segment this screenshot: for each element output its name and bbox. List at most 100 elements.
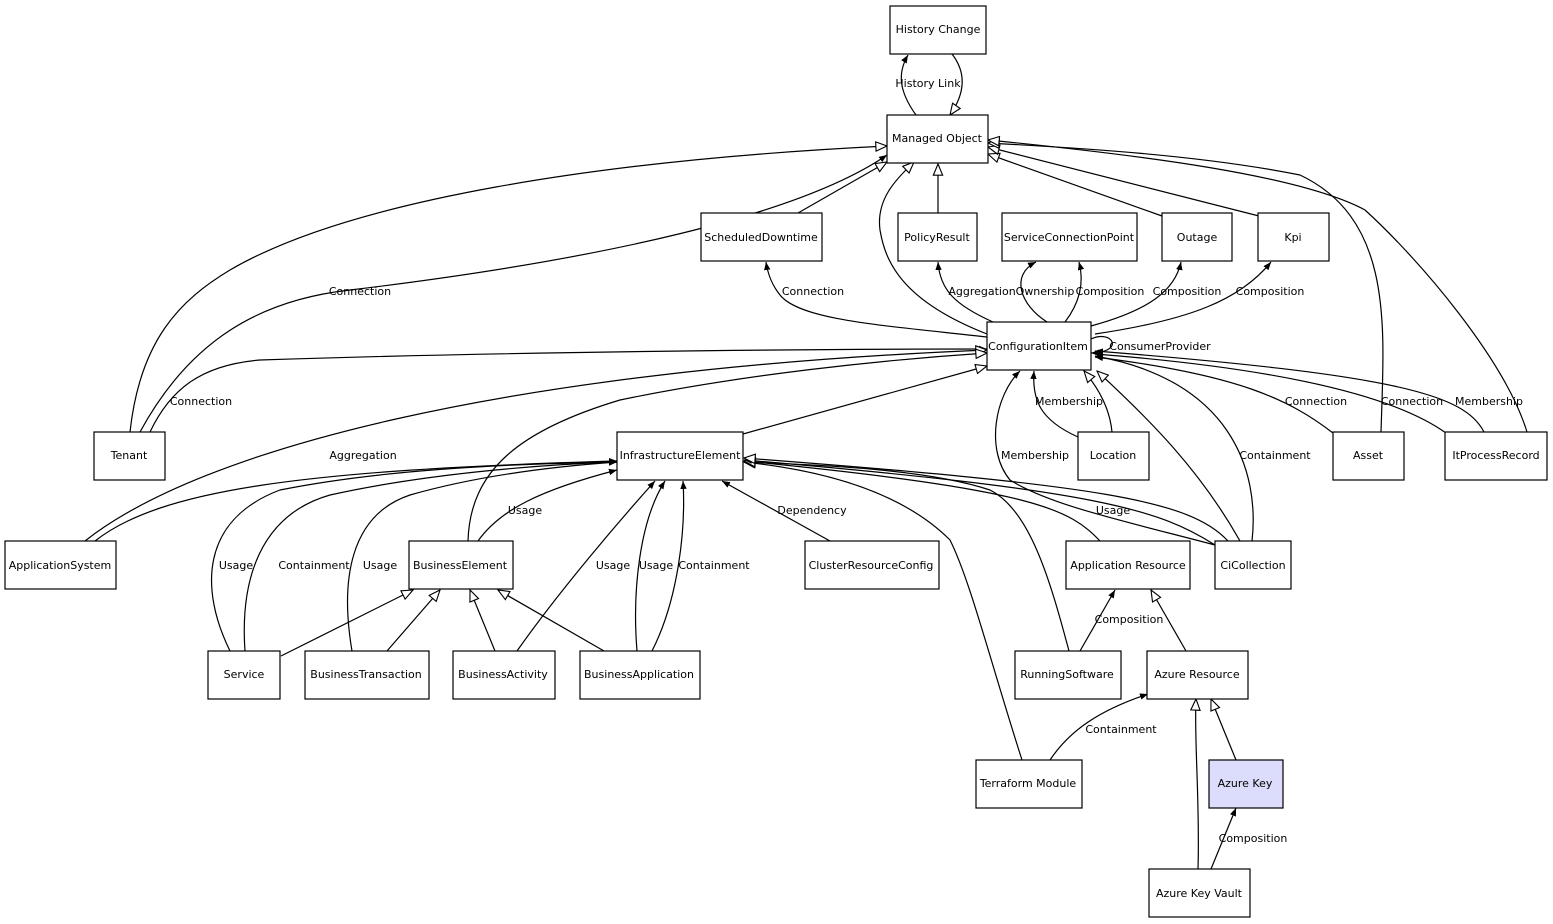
edge-running-software-app-resource-composition: Composition	[1079, 589, 1163, 652]
node-business-element: BusinessElement	[408, 540, 514, 590]
edge-asset-to-managed-object	[988, 143, 1384, 433]
edge-ci-scheduled-downtime-connection: Connection	[764, 261, 988, 338]
node-service: Service	[207, 650, 281, 700]
edge-azure-key-vault-azure-key-composition: Composition	[1210, 807, 1288, 870]
edge-location-to-ci	[1084, 371, 1113, 433]
svg-text:Outage: Outage	[1177, 231, 1218, 244]
svg-text:ScheduledDowntime: ScheduledDowntime	[704, 231, 818, 244]
node-service-connection-point: ServiceConnectionPoint	[1001, 212, 1138, 262]
edge-application-resource-to-infra	[744, 461, 1101, 542]
node-ci-collection: CiCollection	[1214, 540, 1292, 590]
edge-appsys-infra-aggregation: Aggregation	[94, 449, 618, 542]
edge-tenant-ci-connection: Connection	[149, 345, 988, 433]
svg-text:BusinessElement: BusinessElement	[413, 559, 508, 572]
svg-text:InfrastructureElement: InfrastructureElement	[620, 449, 741, 462]
edge-business-application-infra-containment: Containment	[651, 480, 750, 652]
edge-configuration-item-to-managed-object	[878, 162, 988, 335]
svg-text:Asset: Asset	[1353, 449, 1384, 462]
node-business-activity: BusinessActivity	[452, 650, 556, 700]
svg-text:ConfigurationItem: ConfigurationItem	[988, 340, 1088, 353]
edge-label-service-containment: Containment	[278, 559, 350, 572]
edge-tenant-to-managed-object	[129, 146, 887, 433]
edge-azure-key-to-azure-resource	[1211, 699, 1237, 761]
edge-tenant-managed-object-connection: Connection	[139, 154, 888, 433]
svg-text:Service: Service	[224, 668, 265, 681]
edge-cicollection-ci-containment: Containment	[1094, 354, 1311, 542]
edge-label-akv-composition: Composition	[1219, 832, 1288, 845]
edge-terraform-azure-resource-containment: Containment	[1049, 693, 1157, 761]
edge-azure-key-vault-to-azure-resource	[1196, 699, 1199, 870]
edge-asset-ci-connection: Connection	[1094, 354, 1347, 434]
node-history-change: History Change	[889, 5, 987, 55]
svg-text:ItProcessRecord: ItProcessRecord	[1452, 449, 1539, 462]
edge-business-activity-infra-usage: Usage	[516, 480, 656, 652]
svg-text:Kpi: Kpi	[1284, 231, 1301, 244]
node-it-process-record: ItProcessRecord	[1444, 431, 1548, 481]
node-azure-resource: Azure Resource	[1146, 650, 1249, 700]
edge-label-cicoll-membership: Membership	[1001, 449, 1069, 462]
node-scheduled-downtime: ScheduledDowntime	[700, 212, 823, 262]
node-location: Location	[1077, 431, 1150, 481]
svg-text:BusinessApplication: BusinessApplication	[584, 668, 694, 681]
svg-text:BusinessActivity: BusinessActivity	[458, 668, 548, 681]
node-infrastructure-element: InfrastructureElement	[616, 431, 744, 481]
svg-text:ApplicationSystem: ApplicationSystem	[9, 559, 111, 572]
node-managed-object: Managed Object	[886, 114, 989, 164]
edge-cicollection-ci-membership: Membership	[994, 370, 1216, 546]
edge-service-to-business-element	[280, 590, 413, 657]
edge-label-itpr-connection: Connection	[1381, 395, 1443, 408]
edge-label-tenant-mo-connection: Connection	[329, 285, 391, 298]
node-asset: Asset	[1332, 431, 1405, 481]
edge-business-transaction-to-business-element	[386, 590, 440, 652]
node-application-system: ApplicationSystem	[4, 540, 117, 590]
edge-running-software-to-infra	[744, 462, 1070, 652]
svg-text:PolicyResult: PolicyResult	[904, 231, 970, 244]
edge-ci-scp-composition: Composition	[1064, 261, 1144, 323]
edge-application-system-to-ci	[84, 350, 987, 542]
svg-text:RunningSoftware: RunningSoftware	[1020, 668, 1114, 681]
edge-history-link: History Link	[895, 53, 963, 115]
edge-label-service-usage: Usage	[219, 559, 254, 572]
edge-itpr-ci-connection: Connection	[1094, 351, 1447, 434]
edge-business-activity-to-business-element	[470, 590, 496, 652]
svg-text:Managed Object: Managed Object	[892, 132, 983, 145]
edge-label-cicoll-usage: Usage	[1096, 504, 1131, 517]
edge-itpr-ci-membership: Membership	[1094, 348, 1523, 433]
node-azure-key: Azure Key	[1208, 759, 1284, 809]
edge-label-bt-usage: Usage	[363, 559, 398, 572]
edge-service-infra-containment: Containment	[243, 459, 618, 652]
svg-text:CiCollection: CiCollection	[1220, 559, 1285, 572]
edge-label-cluster-dependency: Dependency	[777, 504, 847, 517]
svg-text:History Change: History Change	[896, 23, 981, 36]
svg-text:BusinessTransaction: BusinessTransaction	[310, 668, 421, 681]
edge-ci-consumer-provider: ConsumerProvider	[1090, 335, 1211, 356]
edge-label-ba-usage: Usage	[596, 559, 631, 572]
edge-cluster-infra-dependency: Dependency	[721, 480, 847, 542]
edge-ci-kpi-composition: Composition	[1094, 261, 1304, 335]
edge-label-itpr-membership: Membership	[1455, 395, 1523, 408]
node-business-application: BusinessApplication	[579, 650, 701, 700]
edge-cicollection-to-ci	[1097, 371, 1241, 542]
svg-text:Azure Key Vault: Azure Key Vault	[1156, 887, 1243, 900]
edge-business-element-infra-usage: Usage	[477, 468, 618, 542]
edge-cicollection-infra-usage: Usage	[743, 457, 1216, 546]
edge-label-bapp-usage: Usage	[639, 559, 674, 572]
edge-service-infra-usage: Usage	[211, 458, 618, 652]
edge-terraform-to-infra	[744, 462, 1023, 761]
node-running-software: RunningSoftware	[1014, 650, 1122, 700]
edge-business-transaction-infra-usage: Usage	[347, 459, 618, 652]
edge-business-element-to-ci	[467, 353, 987, 542]
edge-label-consumer-provider: ConsumerProvider	[1109, 340, 1211, 353]
edge-infrastructure-element-to-ci	[742, 366, 987, 435]
svg-text:Location: Location	[1090, 449, 1137, 462]
edge-ci-outage-composition: Composition	[1090, 261, 1222, 327]
node-kpi: Kpi	[1257, 212, 1330, 262]
node-application-resource: Application Resource	[1065, 540, 1191, 590]
svg-text:Azure Resource: Azure Resource	[1154, 668, 1239, 681]
edge-label-be-usage: Usage	[508, 504, 543, 517]
edge-label-outage-composition: Composition	[1153, 285, 1222, 298]
edge-label-history-link: History Link	[895, 77, 961, 90]
svg-text:Tenant: Tenant	[110, 449, 148, 462]
edge-ci-policy-result-aggregation: Aggregation	[935, 261, 1016, 323]
